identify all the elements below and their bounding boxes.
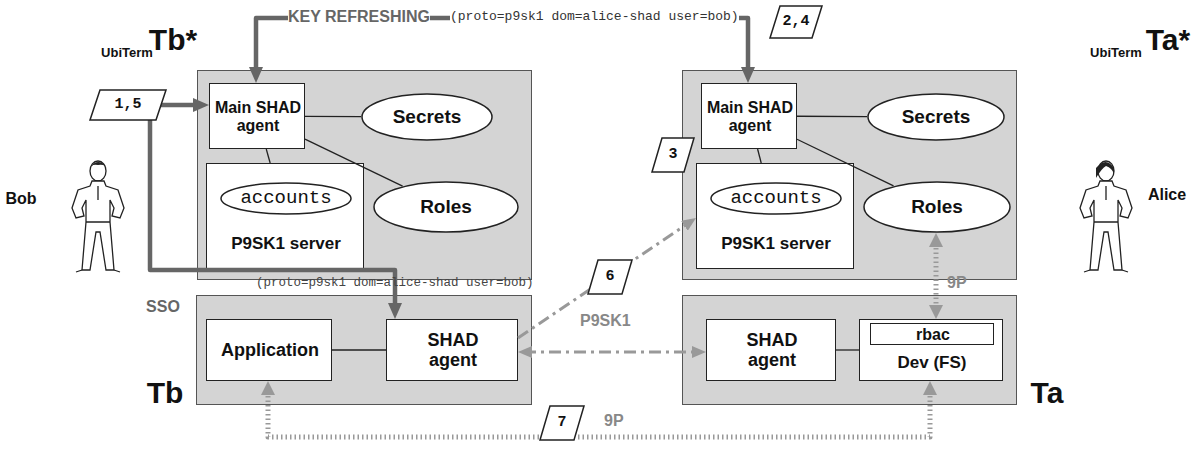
callout-shape <box>588 260 632 294</box>
link-line <box>797 116 867 118</box>
node-label: Main SHAD agent <box>702 84 798 150</box>
person-hair <box>91 162 106 166</box>
agent-box: Main SHAD agent <box>209 83 305 149</box>
link-line <box>305 116 361 118</box>
store-ellipse: Secrets <box>361 93 493 141</box>
callout-number: 1,5 <box>90 90 166 120</box>
connector-group <box>150 18 936 437</box>
person-hair <box>1096 162 1114 178</box>
protocol-note: (proto=p9sk1 dom=alice-shad user=bob) <box>450 10 739 24</box>
person-figure <box>1080 161 1132 272</box>
ellipse-shape <box>868 94 1004 140</box>
agent-box: SHAD agent <box>386 319 518 381</box>
node-label: P9SK1 server <box>697 226 855 262</box>
node-label: Secrets <box>867 93 1005 141</box>
edge-label: KEY REFRESHING <box>288 8 430 26</box>
process-box: Application <box>206 319 332 381</box>
node-label: rbac <box>871 324 995 346</box>
flow-arrow <box>268 387 930 437</box>
edge-label: P9SK1 <box>580 312 631 330</box>
agent-box: SHAD agent <box>706 319 836 381</box>
node-heading: Tb* <box>148 19 198 59</box>
person-node: Alice <box>1075 95 1192 275</box>
callout-shape <box>540 406 584 440</box>
flow-arrow <box>524 351 700 354</box>
store-ellipse: Roles <box>373 181 519 233</box>
node-label: Main SHAD agent <box>210 84 306 150</box>
node-label: Application <box>207 320 333 382</box>
callout-number: 2,4 <box>770 6 822 38</box>
node-label: accounts <box>220 182 352 215</box>
node-heading: UbiTerm <box>100 43 154 63</box>
node-label: accounts <box>710 182 842 215</box>
side-label: SSO <box>138 297 188 317</box>
ellipse-shape <box>362 94 492 140</box>
link-line <box>797 139 894 186</box>
node-heading: Ta* <box>1143 19 1192 59</box>
server-box: P9SK1 server accounts <box>206 163 364 269</box>
store-ellipse: accounts <box>220 182 352 215</box>
node-label: Secrets <box>361 93 493 141</box>
link-line <box>305 139 403 186</box>
node-heading: Ta <box>1021 374 1073 410</box>
terminal-group: UbiTermTb*Main SHAD agentSecretsP9SK1 se… <box>197 70 532 280</box>
ellipse-shape <box>221 183 351 214</box>
callout-shape <box>770 6 822 38</box>
server-box: P9SK1 server accounts <box>696 163 854 269</box>
person-node: Bob <box>0 95 150 275</box>
store-ellipse: Secrets <box>867 93 1005 141</box>
person-head <box>90 161 106 181</box>
edge-label: (proto=p9sk1 dom=alice-shad user=bob) <box>256 277 534 291</box>
link-line <box>266 149 270 163</box>
flow-arrow <box>256 18 748 75</box>
node-label: Roles <box>373 181 519 233</box>
callout-number: 6 <box>588 260 632 294</box>
node-heading: Alice <box>1143 183 1191 207</box>
store-ellipse: accounts <box>710 182 842 215</box>
store-ellipse: Roles <box>863 181 1011 233</box>
node-label: SHAD agent <box>732 320 812 382</box>
person-detail <box>1084 186 1128 272</box>
node-heading: Tb <box>139 374 191 410</box>
callout-number: 7 <box>540 406 584 440</box>
edge-label: 9P <box>604 412 624 430</box>
callout-number: 3 <box>652 138 694 172</box>
node-label: SHAD agent <box>413 320 493 382</box>
callout-shape <box>652 138 694 172</box>
person-detail <box>76 186 120 272</box>
module-box: rbac <box>870 323 994 345</box>
ellipse-shape <box>374 182 518 232</box>
node-label: Dev (FS) <box>860 346 1004 380</box>
person-figure <box>72 161 124 272</box>
callout-shape <box>90 90 166 120</box>
node-label: Roles <box>863 181 1011 233</box>
node-label: P9SK1 server <box>207 226 365 262</box>
ellipse-shape <box>864 182 1010 232</box>
node-heading: UbiTerm <box>1089 43 1143 63</box>
agent-box: Main SHAD agent <box>701 83 797 149</box>
link-line <box>332 349 386 350</box>
flow-arrow <box>934 239 939 313</box>
link-line <box>758 149 762 163</box>
device-box: Dev (FS)rbac <box>859 319 1003 381</box>
edge-label: 9P <box>947 274 967 292</box>
link-line <box>836 349 859 350</box>
terminal-group: UbiTermTa*Main SHAD agentSecretsP9SK1 se… <box>682 70 1017 280</box>
ellipse-shape <box>711 183 841 214</box>
flow-arrow <box>518 221 691 338</box>
node-heading: Bob <box>0 187 42 211</box>
